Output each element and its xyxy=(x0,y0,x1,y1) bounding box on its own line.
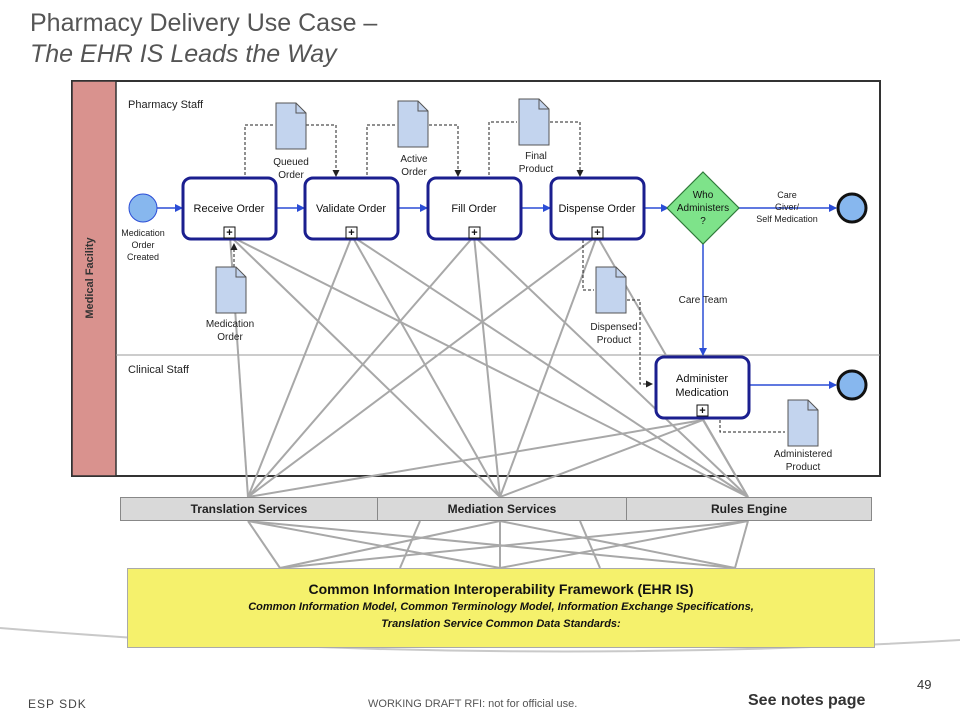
lane-label-pharmacy: Pharmacy Staff xyxy=(128,99,204,111)
task-administer-medication[interactable]: Administer Medication + xyxy=(654,355,751,420)
gateway-who-administers[interactable]: Who Administers ? xyxy=(666,171,740,245)
doc-dispensed-product[interactable]: Dispensed Product xyxy=(590,266,638,346)
framework-subtitle-1: Common Information Model, Common Termino… xyxy=(248,601,754,613)
framework-subtitle-2: Translation Service Common Data Standard… xyxy=(381,618,621,630)
flow-label-self-medication: Care Giver/ Self Medication xyxy=(756,190,818,224)
mediation-services[interactable]: Mediation Services xyxy=(378,498,627,520)
task-fill-label: Fill Order xyxy=(451,203,497,215)
title-line-1: Pharmacy Delivery Use Case – xyxy=(30,9,378,37)
svg-text:Product: Product xyxy=(786,462,821,473)
page-number: 49 xyxy=(917,677,932,692)
task-receive-order[interactable]: Receive Order + xyxy=(181,176,278,241)
task-administer-label-1: Administer xyxy=(676,373,728,385)
svg-text:Product: Product xyxy=(597,335,632,346)
pool-label: Medical Facility xyxy=(84,236,96,318)
svg-text:Care: Care xyxy=(777,190,797,200)
doc-final-product[interactable]: Final Product xyxy=(518,98,554,175)
doc-medication-order[interactable]: Medication Order xyxy=(206,266,254,343)
translation-services[interactable]: Translation Services xyxy=(121,498,378,520)
svg-text:Active: Active xyxy=(400,154,428,165)
rules-engine[interactable]: Rules Engine xyxy=(710,502,787,516)
svg-text:Self Medication: Self Medication xyxy=(756,214,818,224)
footer-notes-link[interactable]: See notes page xyxy=(748,692,866,709)
start-event[interactable] xyxy=(128,193,158,223)
data-associations xyxy=(230,121,785,433)
svg-text:Created: Created xyxy=(127,252,159,262)
services-bar: Translation Services Mediation Services … xyxy=(120,497,872,521)
footer-brand: ESP SDK xyxy=(28,697,87,711)
framework-title: Common Information Interoperability Fram… xyxy=(308,581,694,597)
slide-title: Pharmacy Delivery Use Case – The EHR IS … xyxy=(30,8,377,70)
svg-text:Medication: Medication xyxy=(206,319,254,330)
svg-text:Final: Final xyxy=(525,151,547,162)
doc-administered-product[interactable]: Administered Product xyxy=(774,399,832,473)
svg-text:Medication: Medication xyxy=(121,228,165,238)
lane-label-clinical: Clinical Staff xyxy=(128,364,190,376)
task-validate-label: Validate Order xyxy=(316,203,386,215)
sequence-flows xyxy=(157,204,837,389)
task-dispense-label: Dispense Order xyxy=(558,203,635,215)
end-event-self-medication[interactable] xyxy=(836,192,868,224)
title-line-2: The EHR IS Leads the Way xyxy=(30,40,337,68)
interoperability-framework: Common Information Interoperability Fram… xyxy=(127,568,875,648)
doc-queued-order[interactable]: Queued Order xyxy=(273,102,309,181)
svg-text:Order: Order xyxy=(217,332,243,343)
svg-text:Administers: Administers xyxy=(677,203,729,214)
pool-frame xyxy=(71,80,881,477)
task-receive-label: Receive Order xyxy=(194,203,265,215)
svg-text:Giver/: Giver/ xyxy=(775,202,800,212)
footer-disclaimer: WORKING DRAFT RFI: not for official use. xyxy=(368,698,578,710)
flow-label-care-team: Care Team xyxy=(679,295,728,306)
svg-text:Dispensed: Dispensed xyxy=(590,322,637,333)
task-fill-order[interactable]: Fill Order + xyxy=(426,176,523,241)
svg-text:+: + xyxy=(348,227,354,239)
svg-text:Product: Product xyxy=(519,164,554,175)
svg-text:Queued: Queued xyxy=(273,157,309,168)
task-administer-label-2: Medication xyxy=(675,387,728,399)
svg-text:Order: Order xyxy=(131,240,154,250)
task-dispense-order[interactable]: Dispense Order + xyxy=(549,176,646,241)
svg-text:Order: Order xyxy=(278,170,304,181)
svg-text:+: + xyxy=(594,227,600,239)
end-event-administer[interactable] xyxy=(836,369,868,401)
start-event-label: Medication Order Created xyxy=(121,228,165,262)
svg-text:+: + xyxy=(471,227,477,239)
svg-text:Order: Order xyxy=(401,167,427,178)
svg-text:+: + xyxy=(226,227,232,239)
pool-label-band xyxy=(71,80,117,477)
svg-text:Administered: Administered xyxy=(774,449,832,460)
svg-text:Who: Who xyxy=(693,190,714,201)
svg-text:?: ? xyxy=(700,216,706,227)
svg-text:+: + xyxy=(699,405,705,417)
task-validate-order[interactable]: Validate Order + xyxy=(303,176,400,241)
doc-active-order[interactable]: Active Order xyxy=(397,100,429,178)
